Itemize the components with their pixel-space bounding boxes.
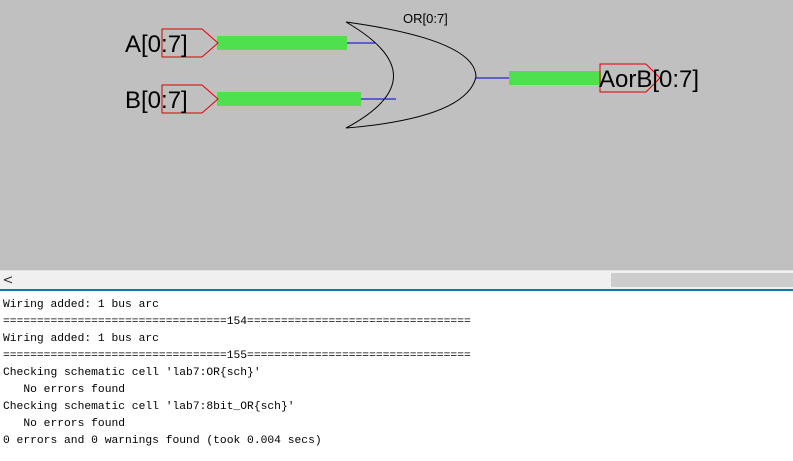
pane-divider[interactable] <box>0 289 793 291</box>
console-line: Wiring added: 1 bus arc <box>3 299 159 311</box>
input-a-label: A[0:7] <box>125 31 188 58</box>
schematic-canvas[interactable]: OR[0:7] A[0:7] B[0:7] AorB[0:7] <box>0 0 793 270</box>
console-line: Checking schematic cell 'lab7:8bit_OR{sc… <box>3 401 295 413</box>
export-pin-b[interactable] <box>161 84 219 114</box>
console-line: Checking schematic cell 'lab7:OR{sch}' <box>3 367 261 379</box>
output-label: AorB[0:7] <box>599 66 699 93</box>
messages-console[interactable]: Wiring added: 1 bus arc ================… <box>0 291 793 461</box>
console-line: No errors found <box>3 384 126 396</box>
bus-arc-out[interactable] <box>509 71 601 85</box>
or-gate-symbol[interactable] <box>345 21 477 129</box>
console-output: Wiring added: 1 bus arc ================… <box>0 291 793 450</box>
gate-label: OR[0:7] <box>403 11 448 26</box>
scroll-thumb[interactable] <box>611 273 793 287</box>
export-pin-out[interactable] <box>599 63 661 93</box>
bus-arc-b[interactable] <box>217 92 361 106</box>
horizontal-scrollbar[interactable]: < <box>0 270 793 290</box>
schematic-drawing[interactable]: OR[0:7] A[0:7] B[0:7] AorB[0:7] <box>0 0 793 270</box>
console-line: No errors found <box>3 418 126 430</box>
scroll-left-button[interactable]: < <box>0 271 16 289</box>
console-line: Wiring added: 1 bus arc <box>3 333 159 345</box>
console-line: =================================154====… <box>3 316 471 328</box>
bus-arc-a[interactable] <box>217 36 347 50</box>
input-b-label: B[0:7] <box>125 87 188 114</box>
chevron-left-icon: < <box>2 272 14 288</box>
console-line: 0 errors and 0 warnings found (took 0.00… <box>3 435 322 447</box>
console-line: =================================155====… <box>3 350 471 362</box>
export-pin-a[interactable] <box>161 28 219 58</box>
